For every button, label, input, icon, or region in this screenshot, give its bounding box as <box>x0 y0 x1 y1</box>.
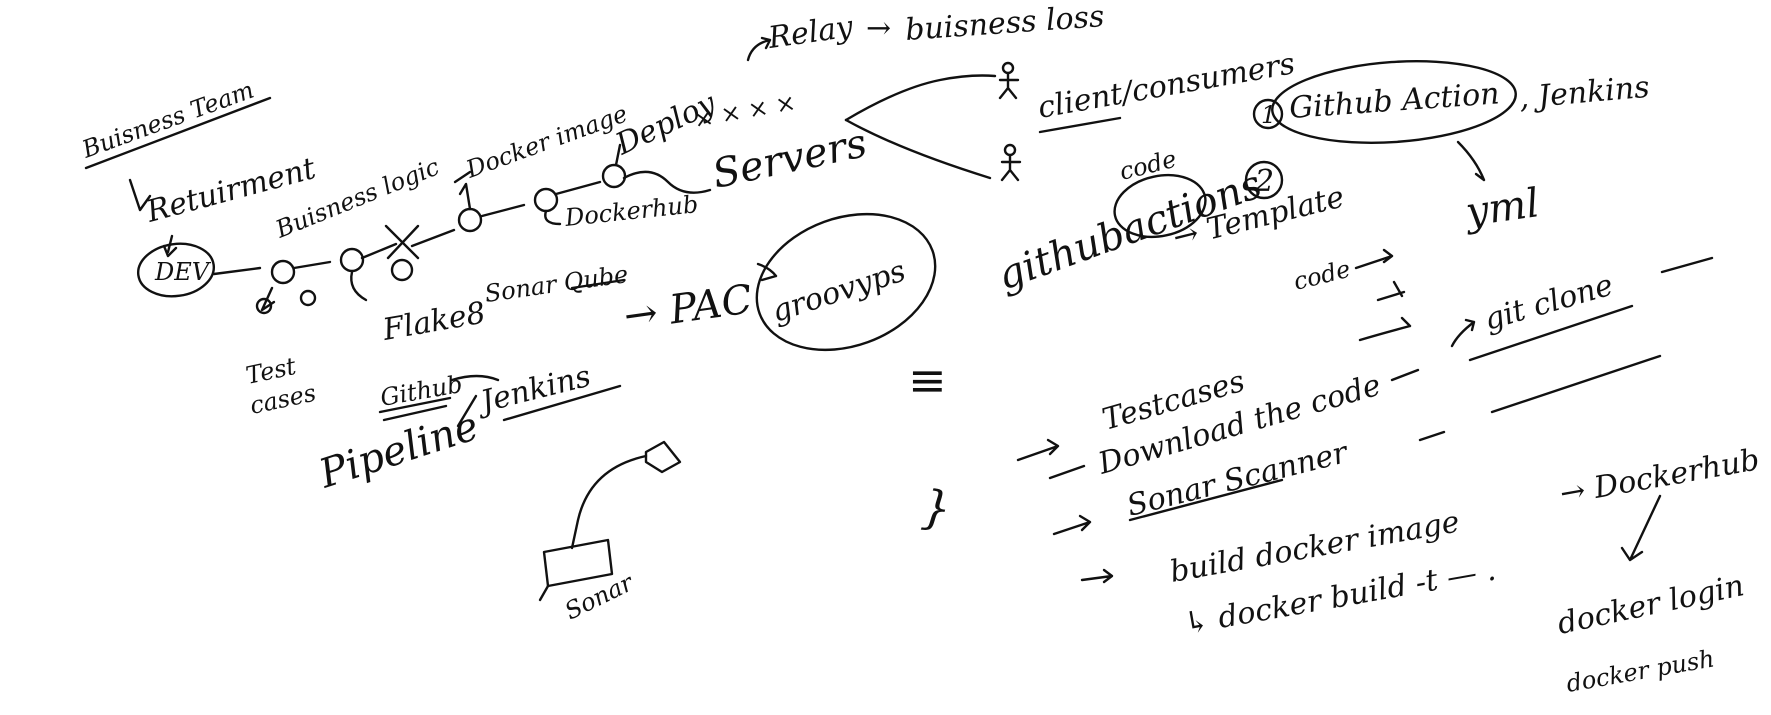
dash-right-4 <box>1418 430 1446 442</box>
chain-link-4 <box>410 228 456 248</box>
underline-client <box>1038 116 1122 134</box>
arrow-to-dev <box>162 234 178 258</box>
arrow-github-jenkins <box>450 374 500 382</box>
stem-deploy <box>614 143 622 167</box>
node-5 <box>533 187 559 213</box>
label-docker-image: Docker image <box>462 99 632 184</box>
hook-dockerhub <box>544 209 562 226</box>
arrow-code <box>1354 248 1394 270</box>
line-server-client-bottom <box>844 118 992 180</box>
arrow-step-1 <box>1016 438 1060 462</box>
stick-figure-1 <box>998 61 1020 100</box>
node-1 <box>270 259 296 285</box>
label-code-1: code <box>1117 145 1180 186</box>
label-pac: → PAC <box>621 276 755 340</box>
arrow-pac-groovy <box>756 262 778 282</box>
symbol-brace: } <box>919 479 954 536</box>
circle-number-2 <box>1244 160 1284 200</box>
arrow-to-docker-login <box>1620 494 1662 562</box>
chain-link-1 <box>212 266 262 276</box>
dash-right-2 <box>1490 354 1662 414</box>
small-circle-b <box>299 289 317 307</box>
oval-dev <box>136 242 216 298</box>
label-dockerhub: Dockerhub <box>563 190 700 232</box>
chain-link-6 <box>554 180 602 196</box>
chain-link-3 <box>360 242 398 260</box>
cross-mark <box>384 224 420 260</box>
symbol-triple-bar: ≡ <box>908 353 947 407</box>
label-yml: yml <box>1461 180 1542 236</box>
label-business-team: Buisness Team <box>78 76 258 164</box>
sonar-device-sketch <box>538 440 682 602</box>
arrow-step-4 <box>1080 568 1114 584</box>
label-github-action: Github Action <box>1288 76 1500 126</box>
arrow-to-docker-image <box>458 182 472 211</box>
small-circle-a <box>255 297 273 315</box>
label-client-consumers: client/consumers <box>1035 46 1297 126</box>
label-to-dockerhub: → Dockerhub <box>1557 442 1762 511</box>
node-6 <box>601 163 627 189</box>
label-jenkins-2: , Jenkins <box>1518 70 1651 116</box>
dash-right-3 <box>1390 368 1420 382</box>
dash-right-1 <box>1660 256 1714 274</box>
line-server-client-top <box>844 74 997 122</box>
code-scribbles <box>1358 280 1412 342</box>
tick-docker-arrow <box>453 170 472 184</box>
stick-figure-2 <box>1000 143 1022 182</box>
oval-groovy <box>755 212 937 352</box>
node-4 <box>457 207 483 233</box>
node-2 <box>339 247 365 273</box>
underline-business-team <box>84 96 272 170</box>
dash-pipeline <box>456 394 478 428</box>
node-3 <box>390 258 414 282</box>
arrow-relay <box>746 36 772 62</box>
underline-sonar-scanner <box>1128 478 1284 522</box>
label-number-2: 2 <box>1254 164 1274 199</box>
label-business-loss: buisness loss <box>904 0 1105 48</box>
arrow-relay-loss: → <box>866 11 891 46</box>
label-docker-push: docker push <box>1564 644 1716 698</box>
label-code-2: code <box>1291 255 1354 296</box>
label-docker-login: docker login <box>1554 568 1747 642</box>
underline-qube <box>570 278 626 290</box>
arrow-to-yml <box>1456 140 1486 182</box>
label-relay: Relay <box>765 9 856 56</box>
arrow-to-git-clone <box>1450 318 1476 348</box>
oval-actions <box>1113 173 1207 239</box>
arrow-to-flake8 <box>350 270 368 302</box>
wave-to-servers <box>622 170 712 194</box>
arrow-step-3 <box>1052 514 1092 536</box>
label-servers: Servers <box>709 120 871 197</box>
underline-jenkins <box>502 384 622 422</box>
chain-link-2 <box>292 260 332 270</box>
oval-github-action <box>1271 60 1517 144</box>
label-sonar-qube: Sonar Qube <box>483 260 630 308</box>
arrow-to-test-cases <box>260 286 276 312</box>
label-git-clone: git clone <box>1481 268 1617 338</box>
underline-git-clone <box>1468 304 1634 362</box>
chain-link-5 <box>480 203 526 218</box>
label-flake8: Flake8 <box>379 295 488 348</box>
underline-github <box>378 396 452 422</box>
arrow-step-2-shaft <box>1048 464 1086 480</box>
circle-number-1 <box>1252 98 1284 130</box>
label-dev: DEV <box>154 258 212 286</box>
arrow-down-requirement <box>128 178 152 212</box>
label-github: Github <box>378 370 464 412</box>
label-groovy: groovyps <box>768 254 910 330</box>
